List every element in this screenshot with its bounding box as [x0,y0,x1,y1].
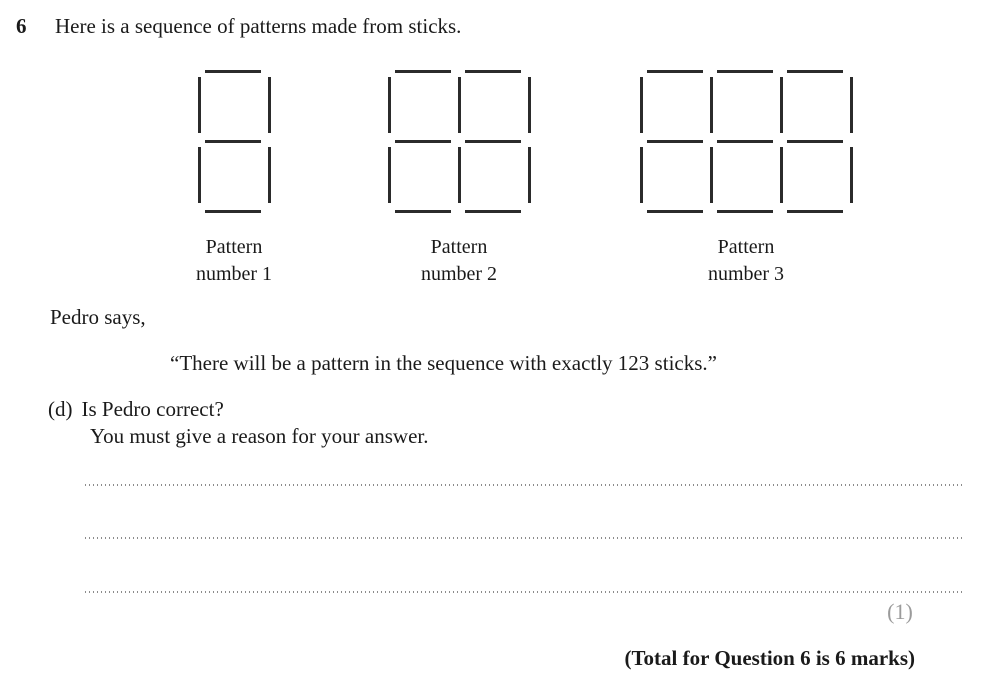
stick [458,147,461,203]
stick [780,147,783,203]
part-d-instruction: You must give a reason for your answer. [90,424,429,448]
pattern-2-label: Pattern number 2 [379,234,539,288]
pattern-3-figure [640,70,853,213]
speaker-text: Pedro says, [50,305,146,329]
part-d-label: (d) [48,397,73,421]
stick [395,210,451,213]
stick [465,140,521,143]
quote-text: “There will be a pattern in the sequence… [170,351,717,375]
pattern-3-label: Pattern number 3 [666,234,826,288]
stick [850,147,853,203]
stick [850,77,853,133]
question-number: 6 [16,14,27,38]
stick [647,140,703,143]
stick [528,77,531,133]
stick [465,210,521,213]
pattern-2-label-line2: number 2 [420,263,498,285]
stick [787,210,843,213]
pattern-1-label-line2: number 1 [195,263,273,285]
pattern-1-label: Pattern number 1 [154,234,314,288]
stick [640,147,643,203]
pattern-2-label-line1: Pattern [430,236,488,258]
stick [640,77,643,133]
stick [395,70,451,73]
answer-line-3 [85,591,965,593]
stick [710,147,713,203]
stick [647,210,703,213]
answer-line-2 [85,537,965,539]
part-d-question: Is Pedro correct? [81,397,224,421]
stick [458,77,461,133]
pattern-2-figure [388,70,531,213]
stick [647,70,703,73]
pattern-3-label-line1: Pattern [717,236,775,258]
stick [787,140,843,143]
stick [465,70,521,73]
marks-badge: (1) [887,599,913,624]
pattern-3-label-line2: number 3 [707,263,785,285]
stick [205,210,261,213]
part-d-line: (d) Is Pedro correct? [48,397,224,422]
stick [710,77,713,133]
question-intro-text: Here is a sequence of patterns made from… [55,14,462,38]
stick [787,70,843,73]
pattern-1-label-line1: Pattern [205,236,263,258]
stick [780,77,783,133]
stick [198,147,201,203]
stick [717,70,773,73]
stick [528,147,531,203]
pattern-1-figure [198,70,271,213]
total-marks-text: (Total for Question 6 is 6 marks) [624,646,915,670]
stick [205,70,261,73]
stick [388,147,391,203]
stick [388,77,391,133]
stick [717,210,773,213]
stick [717,140,773,143]
stick [198,77,201,133]
stick [268,147,271,203]
stick [395,140,451,143]
stick [205,140,261,143]
answer-line-1 [85,484,965,486]
stick [268,77,271,133]
